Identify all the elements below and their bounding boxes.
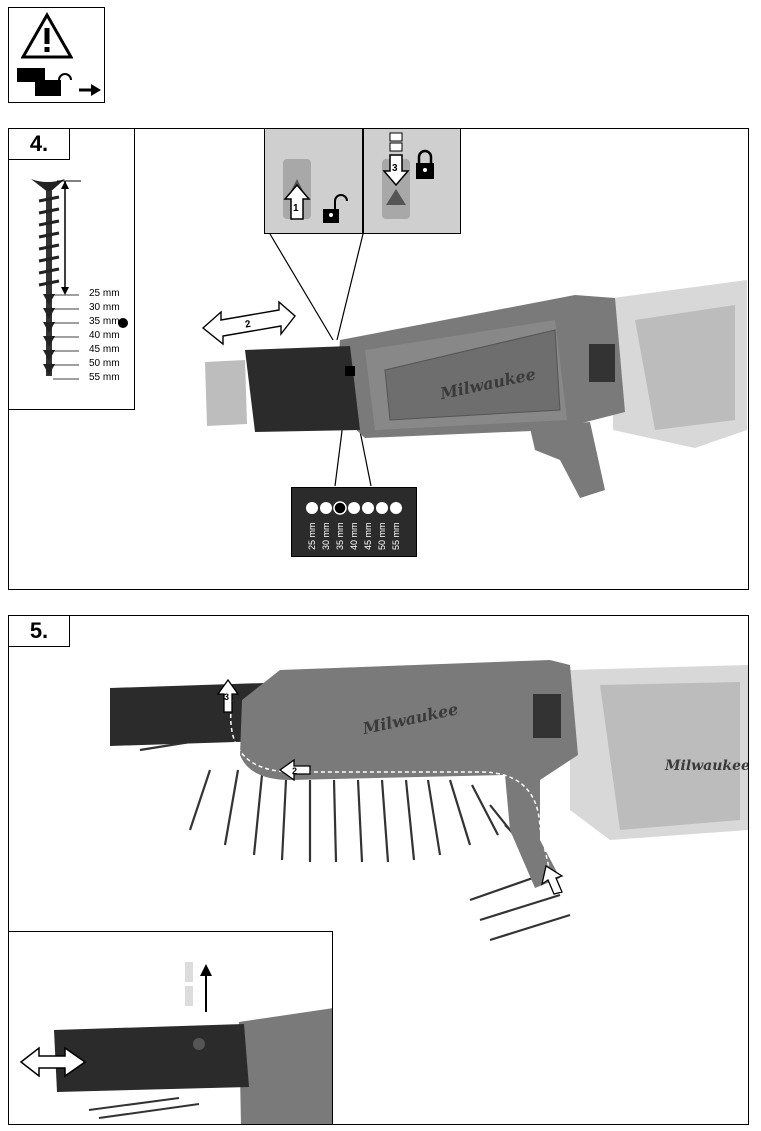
scale-label-50: 50 mm <box>377 522 387 550</box>
step-4-label: 4. <box>9 129 70 160</box>
arrow-3-label: 3 <box>392 163 398 174</box>
feed-arrow-3-icon <box>216 678 240 713</box>
length-label-30: 30 mm <box>89 302 120 313</box>
scale-label-40: 40 mm <box>349 522 359 550</box>
length-label-40: 40 mm <box>89 330 120 341</box>
feed-arrow-1-icon <box>541 864 564 895</box>
unlock-inset: 1 <box>264 128 363 234</box>
arrow-3-label-5: 3 <box>224 692 229 702</box>
warning-box <box>8 7 105 103</box>
unlocked-padlock-icon <box>323 194 348 223</box>
locked-padlock-icon <box>416 149 434 179</box>
slide-up-arrow-icon <box>283 183 311 220</box>
length-label-45: 45 mm <box>89 344 120 355</box>
scale-label-35: 35 mm <box>335 522 345 550</box>
slide-arrow-2-icon <box>201 300 296 346</box>
slide-down-arrow-icon <box>382 154 410 187</box>
length-label-35: 35 mm <box>89 316 120 327</box>
scale-label-45: 45 mm <box>363 522 373 550</box>
length-label-55: 55 mm <box>89 372 120 383</box>
step-4-tool-illustration: Milwaukee 2 <box>201 233 747 498</box>
length-label-25: 25 mm <box>89 288 120 299</box>
screw-icon <box>31 179 128 380</box>
screw-length-chart: 25 mm 30 mm 35 mm 40 mm 45 mm 50 mm 55 m… <box>8 128 135 410</box>
length-label-50: 50 mm <box>89 358 120 369</box>
feed-arrow-2-icon <box>278 758 311 782</box>
depth-selected-dot <box>333 501 347 515</box>
step-5-detail-inset <box>8 931 333 1125</box>
step-5-label: 5. <box>9 616 70 647</box>
warning-triangle-icon <box>21 12 73 59</box>
selected-length-dot <box>118 318 128 328</box>
scale-label-55: 55 mm <box>391 522 401 550</box>
step-5-tool-illustration: Milwaukee Milwaukee 3 2 <box>110 660 748 942</box>
scale-label-25: 25 mm <box>307 522 317 550</box>
arrow-2-label: 2 <box>244 319 252 331</box>
feed-path <box>230 699 551 873</box>
depth-scale-inset: 25 mm 30 mm 35 mm 40 mm 45 mm 50 mm 55 m… <box>291 487 417 557</box>
remove-battery-icon <box>17 68 101 96</box>
scale-label-30: 30 mm <box>321 522 331 550</box>
arrow-2-label-5: 2 <box>292 766 297 776</box>
lock-inset: 3 <box>363 128 461 234</box>
inset-slide-arrow-icon <box>19 1046 87 1078</box>
arrow-1-label: 1 <box>293 203 299 214</box>
brand-logo-drill: Milwaukee <box>664 758 748 774</box>
